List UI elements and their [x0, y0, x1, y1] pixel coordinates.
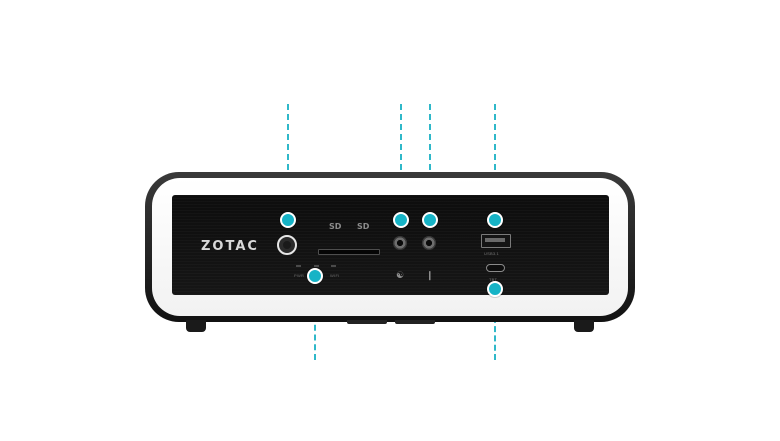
headphone-jack[interactable]: [393, 236, 407, 250]
sd-card-slot[interactable]: [318, 249, 380, 255]
callout-dot-usb-c: [487, 281, 503, 297]
brand-logo: ZOTAC: [201, 239, 259, 254]
callout-line-usb-a: [494, 104, 496, 220]
callout-line-headphone: [400, 104, 402, 220]
device-foot-left: [186, 320, 206, 332]
device-bottom-rail-left: [347, 320, 387, 324]
callout-dot-led: [307, 268, 323, 284]
callout-line-usb-c: [494, 289, 496, 360]
power-led-label: PWR: [294, 273, 305, 278]
headphone-icon: ☯: [396, 270, 405, 280]
wifi-led-label: WIFI: [330, 273, 340, 278]
device-foot-right: [574, 320, 594, 332]
sdhc-card-icon: SD: [357, 222, 370, 231]
device-front-panel: [172, 195, 609, 295]
microphone-icon: ❙: [426, 270, 434, 280]
callout-dot-headphone: [393, 212, 409, 228]
power-led: [296, 265, 301, 267]
microphone-jack[interactable]: [422, 236, 436, 250]
callout-line-microphone: [429, 104, 431, 220]
power-button[interactable]: [277, 235, 297, 255]
usb-a-port[interactable]: [481, 234, 511, 248]
sd-card-icon: SD: [329, 222, 342, 231]
usb-c-port[interactable]: [486, 264, 505, 272]
callout-dot-usb-a: [487, 212, 503, 228]
callout-dot-microphone: [422, 212, 438, 228]
callout-dot-power: [280, 212, 296, 228]
usb-a-label: USB3.1: [484, 251, 499, 256]
wifi-led: [331, 265, 336, 267]
usb-c-label: TBT: [489, 277, 498, 282]
callout-line-power: [287, 104, 289, 220]
drive-led: [314, 265, 319, 267]
device-bottom-rail-right: [395, 320, 435, 324]
